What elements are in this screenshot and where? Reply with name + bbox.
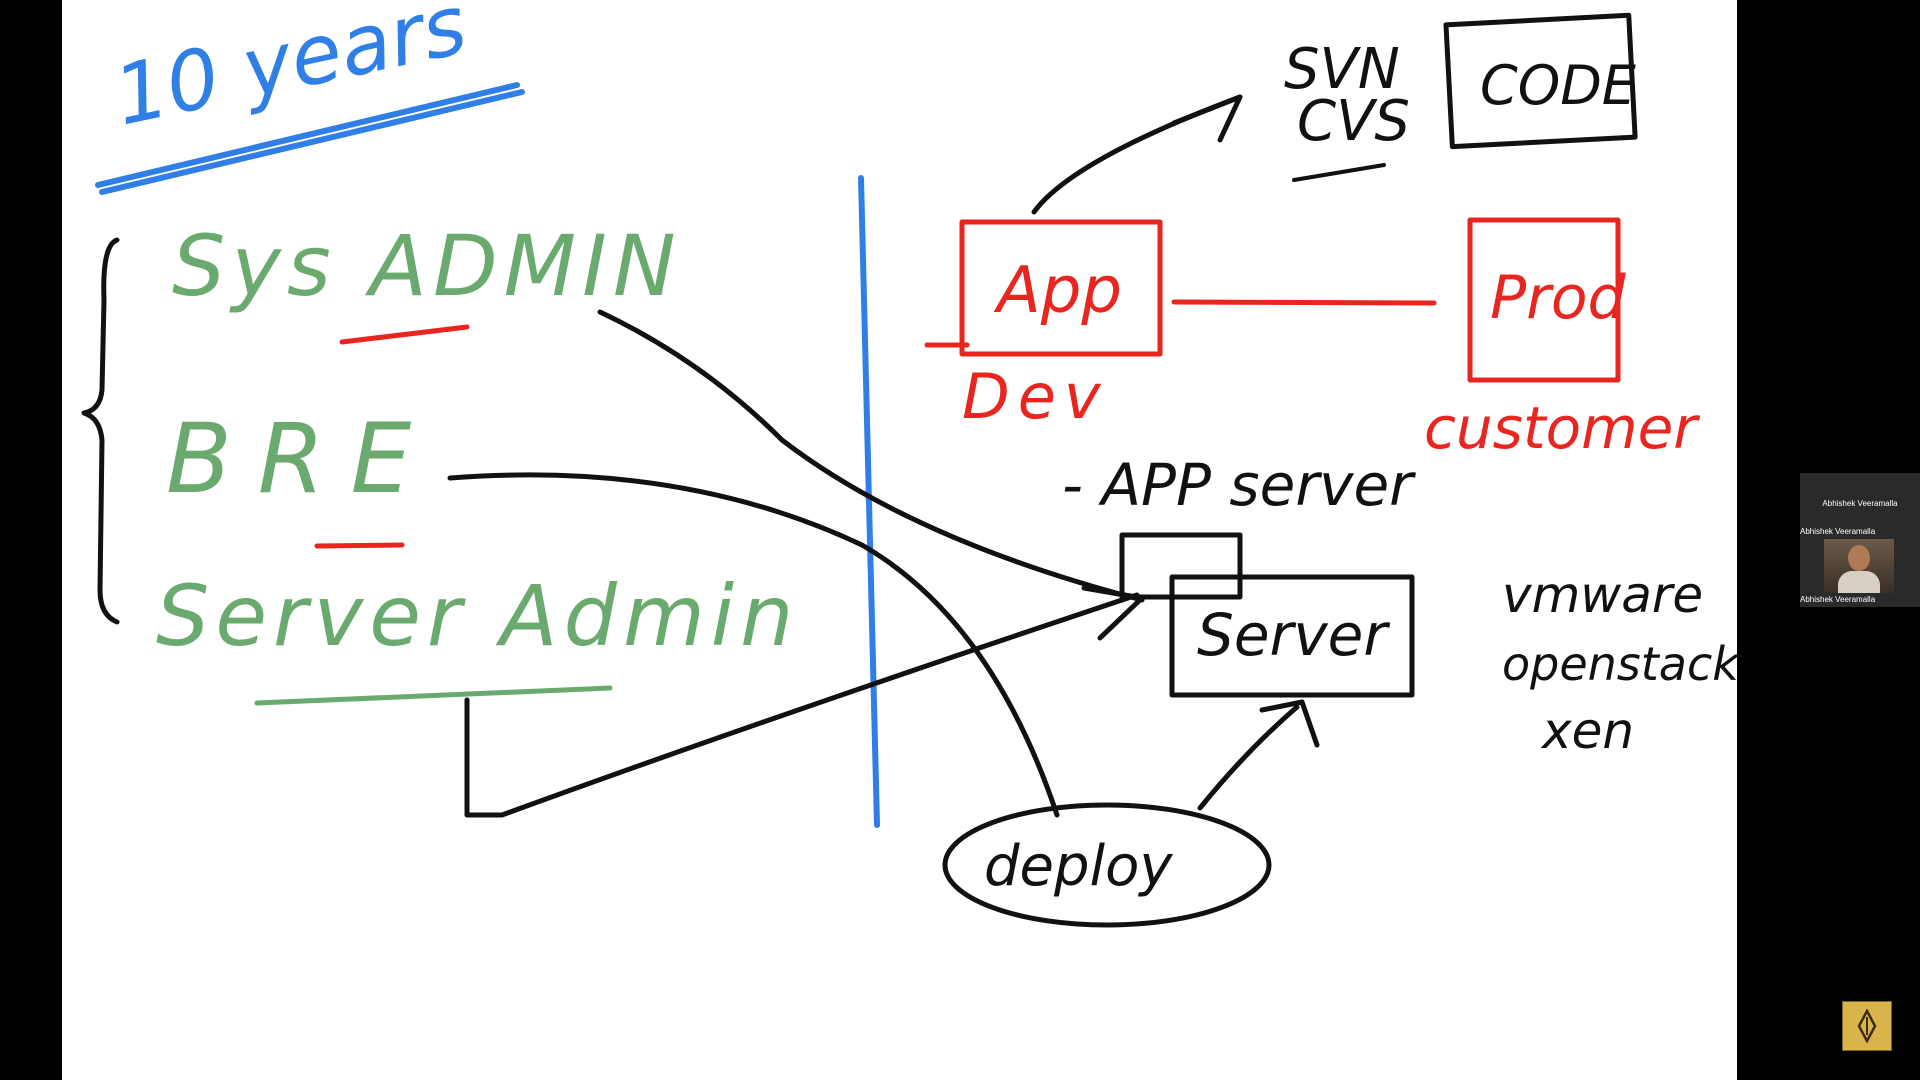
participant-name-footer: Abhishek Veeramalla [1800, 595, 1876, 604]
cvs-text: CVS [1297, 89, 1410, 154]
title-text: 10 years [106, 0, 474, 145]
bre-red-underline [314, 542, 405, 549]
participant-video [1824, 539, 1894, 593]
server-admin-green-underline [254, 685, 613, 706]
app-server-small-box [1119, 532, 1243, 600]
cvs-underline [1292, 163, 1386, 182]
participant-torso [1838, 571, 1880, 593]
participant-head [1848, 545, 1870, 571]
blue-divider [858, 175, 880, 828]
app-to-svn-arrow [1031, 94, 1243, 215]
participant-name-label: Abhishek Veeramalla [1800, 527, 1876, 536]
logo-badge-button[interactable] [1842, 1001, 1892, 1051]
prod-box [1467, 217, 1621, 383]
server-text: Server [1197, 601, 1390, 669]
customer-text: customer [1424, 394, 1700, 462]
svn-text: SVN [1284, 37, 1400, 102]
deploy-to-server-arrowhead [1259, 699, 1320, 748]
server-arrowhead [1081, 585, 1145, 641]
diamond-logo-icon [1857, 1009, 1877, 1043]
role-server-admin: Server Admin [156, 567, 799, 665]
server-box [1169, 574, 1415, 698]
sys-admin-to-server-arrow [597, 309, 1145, 603]
bre-to-deploy-arrow [447, 472, 1060, 818]
role-sys-admin: Sys ADMIN [172, 217, 682, 315]
virt-vmware: vmware [1502, 566, 1703, 624]
code-text: CODE [1480, 54, 1637, 117]
sys-admin-red-underline [339, 324, 470, 345]
virt-openstack: openstack [1502, 637, 1737, 691]
participant-name-header: Abhishek Veeramalla [1822, 499, 1898, 508]
title-underline [95, 82, 525, 195]
participant-thumbnail[interactable]: Abhishek Veeramalla Abhishek Veeramalla … [1800, 473, 1920, 607]
dev-text: Dev [962, 360, 1109, 433]
role-bre: BRE [166, 403, 437, 515]
virt-xen: xen [1540, 702, 1634, 760]
deploy-to-server-arrow [1197, 704, 1300, 811]
app-to-prod-line [1171, 299, 1437, 306]
whiteboard-canvas[interactable]: 10 years Sys ADMIN BRE Server Admin SVN … [62, 0, 1737, 1080]
server-admin-to-server-arrow [464, 592, 1140, 818]
deploy-ellipse [942, 802, 1272, 928]
code-box [1443, 12, 1638, 150]
whiteboard-drawing: 10 years Sys ADMIN BRE Server Admin SVN … [81, 0, 1737, 928]
app-text: App [993, 254, 1122, 328]
app-box [959, 219, 1163, 357]
deploy-text: deploy [984, 834, 1173, 899]
prod-text: Prod [1490, 263, 1627, 333]
roles-brace [81, 237, 120, 625]
app-server-text: - APP server [1062, 451, 1416, 519]
app-to-svn-arrowhead [1171, 94, 1243, 143]
